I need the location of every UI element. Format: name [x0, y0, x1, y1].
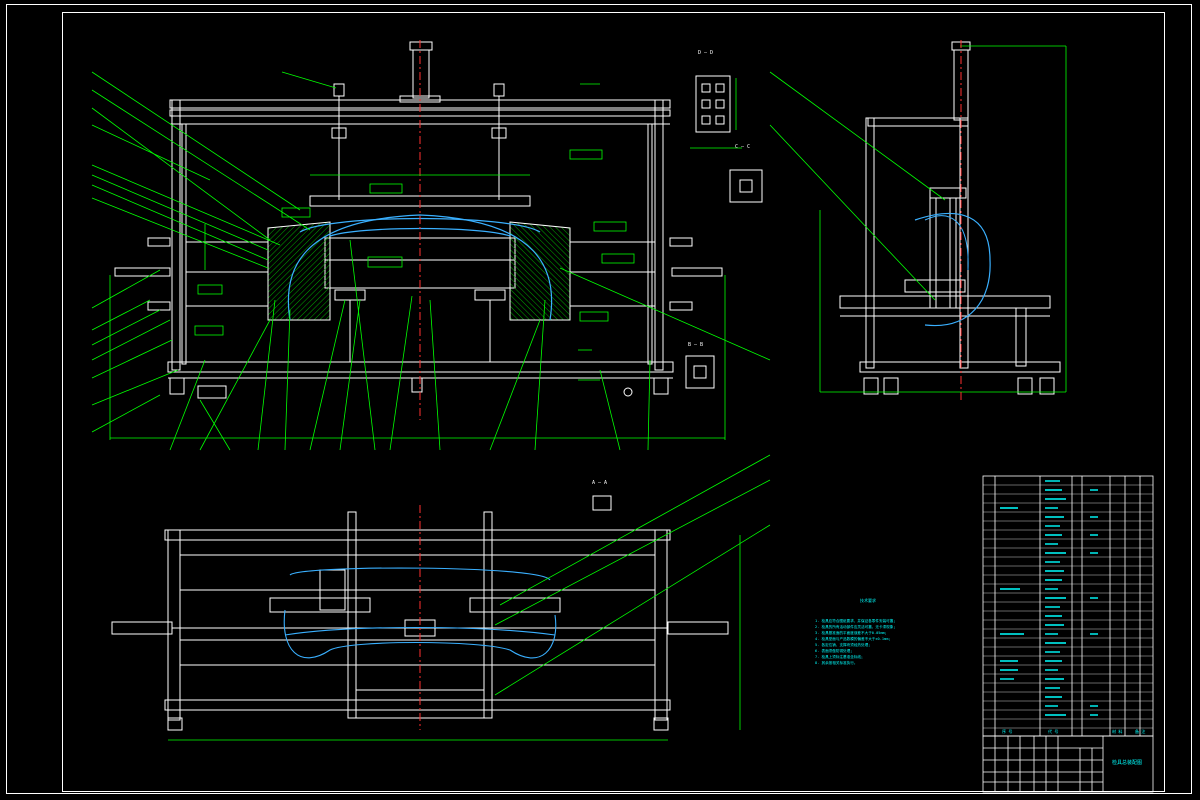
side-view	[839, 41, 1061, 395]
tech-note: 5. 各定位销、支撑块须经热处理；	[815, 643, 872, 647]
tech-note: 1. 检具应符合图纸要求，并保证各零件安装可靠；	[815, 619, 897, 623]
product-contour-top	[283, 567, 557, 659]
tech-note: 8. 其余按相关标准执行。	[815, 661, 858, 665]
bom-header-code: 代 号	[1048, 729, 1059, 734]
section-label-b: B — B	[688, 342, 704, 348]
side-dimensions	[769, 45, 1067, 393]
front-view	[114, 41, 723, 399]
section-label-d: D — D	[698, 50, 714, 56]
bom-header-material: 材 料	[1112, 729, 1123, 734]
technical-requirements-title: 技术要求	[860, 598, 876, 603]
profile-section-details	[592, 75, 763, 511]
bom-rows	[983, 484, 1153, 729]
top-dimensions	[168, 454, 771, 741]
tech-note: 2. 检具的所有活动部件应灵活可靠，无卡滞现象；	[815, 625, 897, 629]
drawing-name: 检具总装配图	[1112, 760, 1143, 766]
drawing-border-inner	[62, 12, 1165, 792]
title-block	[982, 735, 1154, 793]
tech-note: 3. 检具基准面的平面度误差不大于0.05mm；	[815, 631, 889, 635]
bom-entries	[1000, 480, 1098, 716]
bom-header-number: 序 号	[1002, 729, 1013, 734]
bom-header-remark: 备 注	[1135, 729, 1146, 734]
bill-of-materials	[982, 475, 1154, 737]
section-label-a: A — A	[592, 480, 608, 486]
tech-note: 6. 表面须做防锈处理；	[815, 649, 854, 653]
tech-note: 7. 检具上须标注基准坐标线；	[815, 655, 865, 659]
section-label-c: C — C	[735, 144, 751, 150]
front-dimensions	[91, 71, 771, 451]
tech-note: 4. 检具型面与产品数模的偏差不大于±0.1mm；	[815, 637, 892, 641]
drawing-border-outer	[6, 4, 1192, 794]
